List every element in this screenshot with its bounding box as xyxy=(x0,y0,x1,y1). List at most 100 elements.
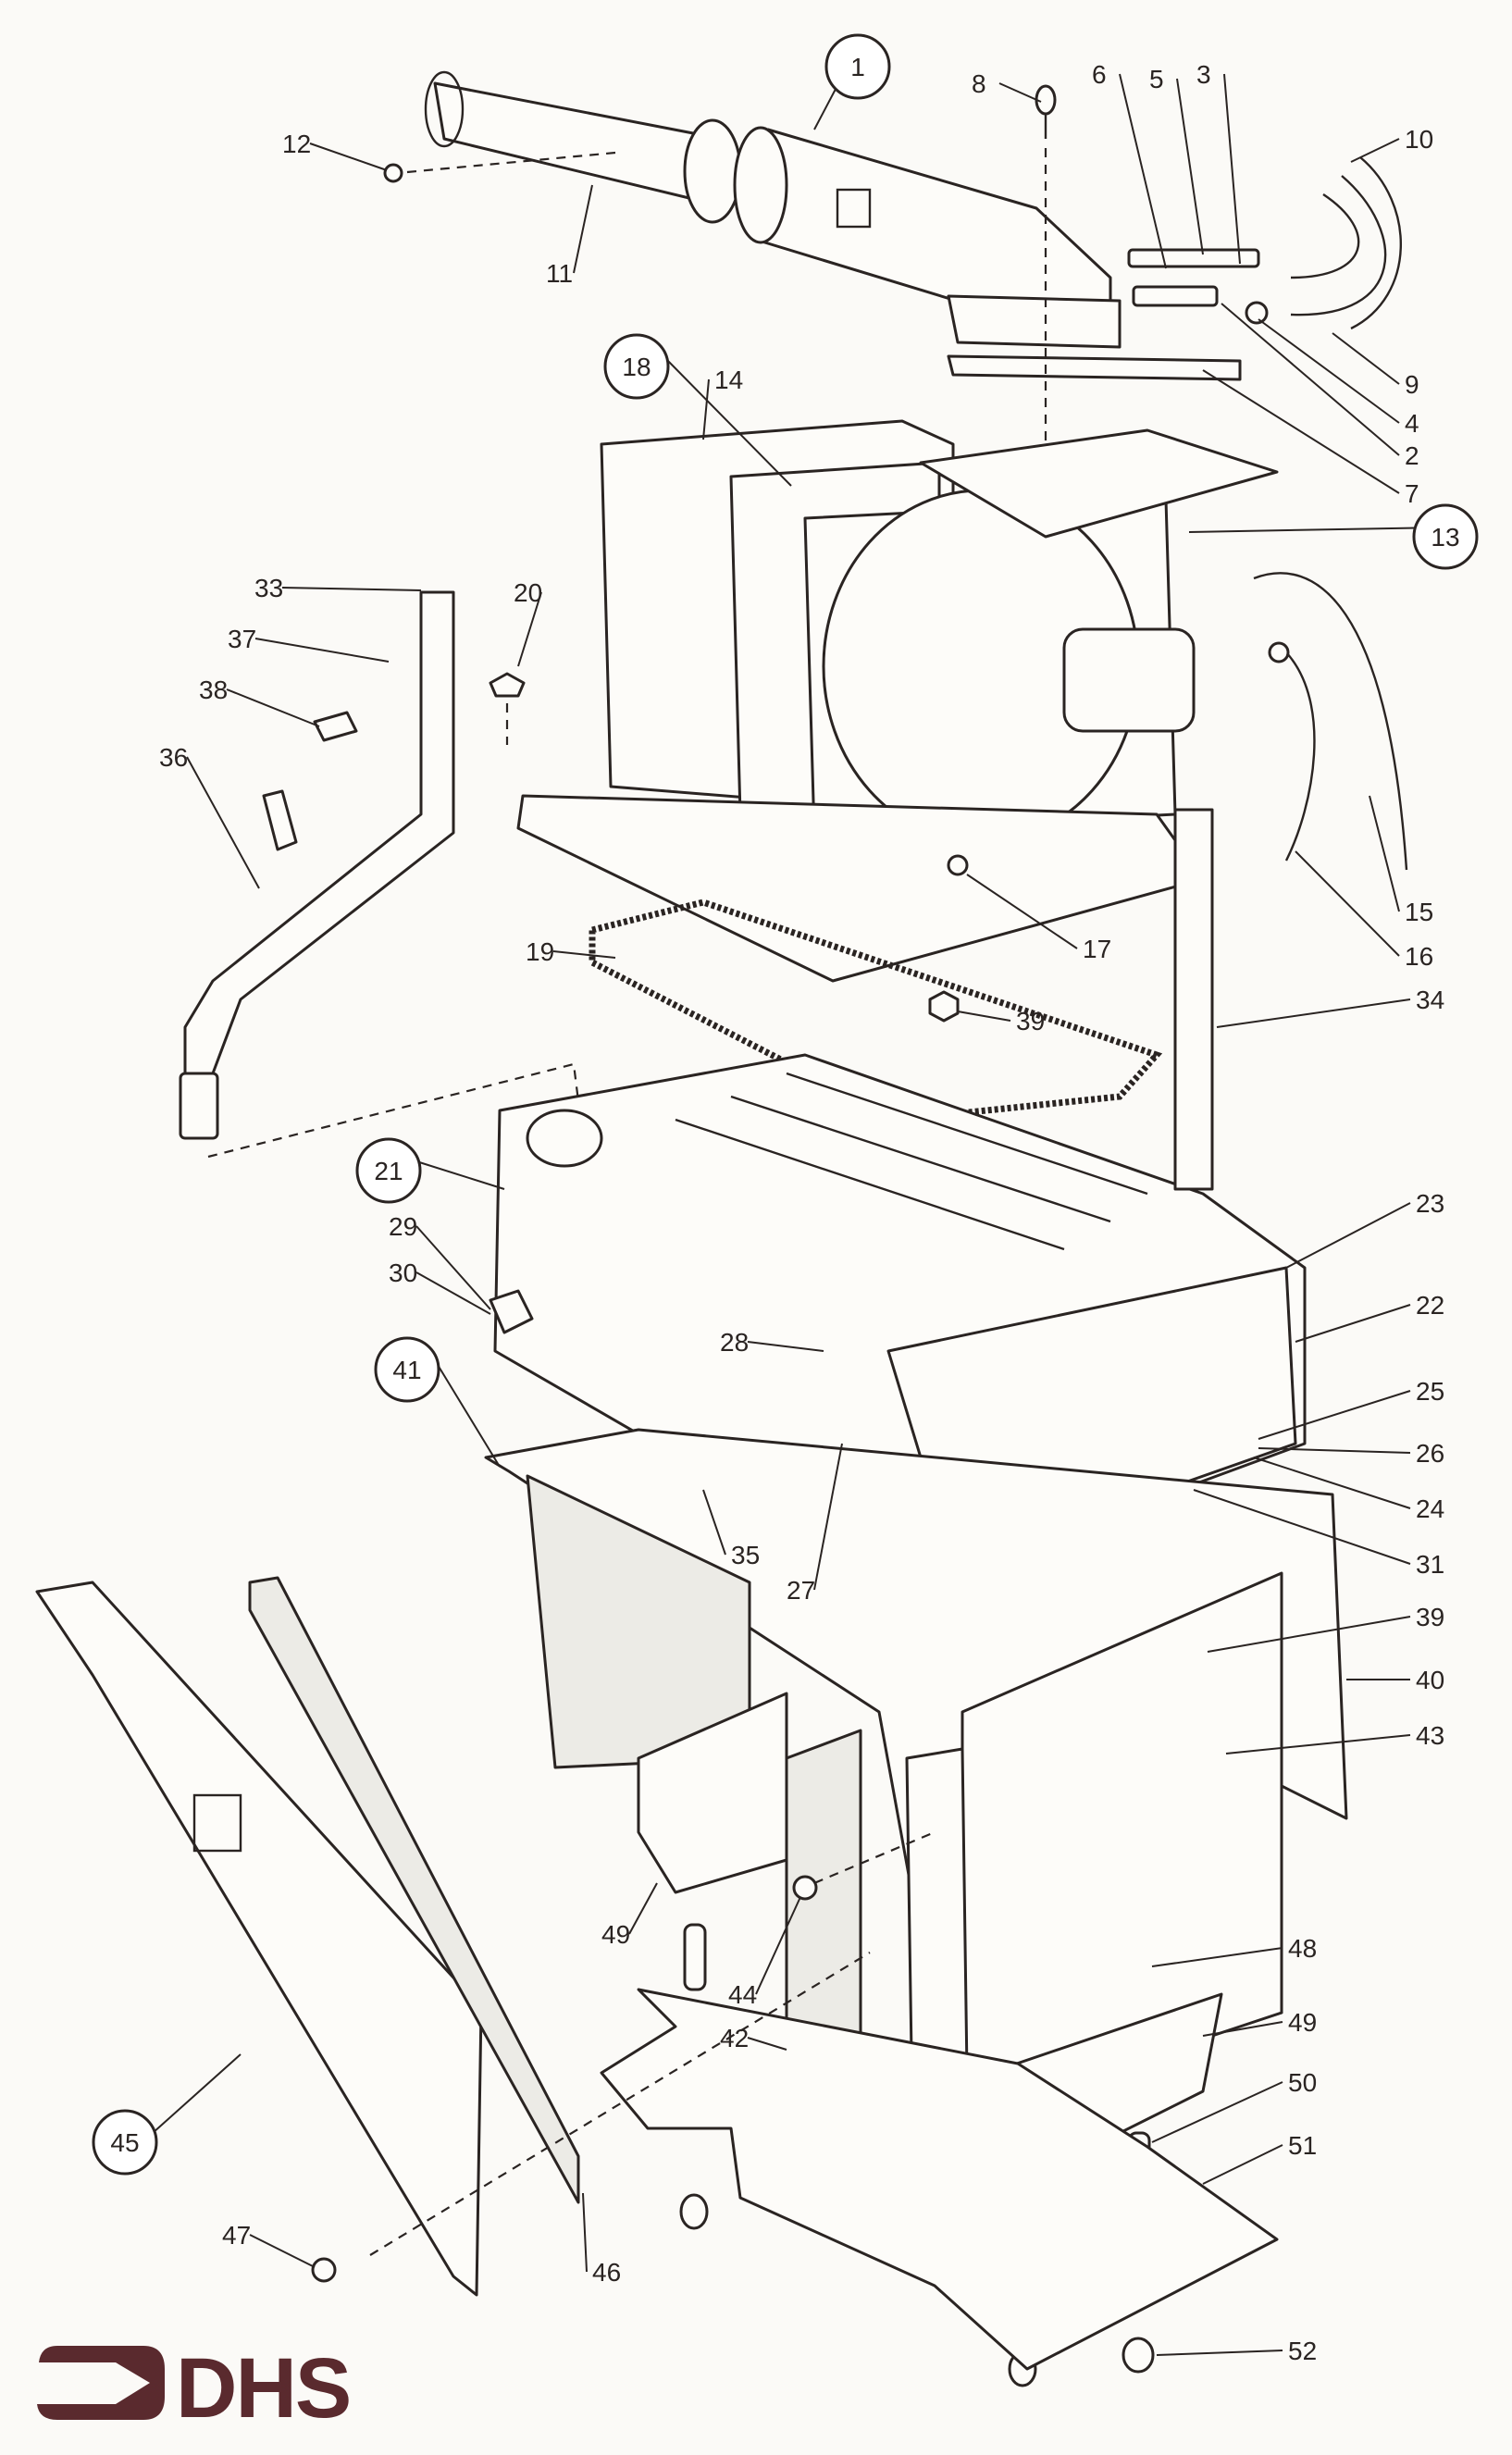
leader-20 xyxy=(517,591,542,667)
callout-circle xyxy=(1412,503,1479,570)
callout-51: 51 xyxy=(1288,2131,1317,2160)
part-11-sleeve-tube xyxy=(424,70,742,224)
callout-circle xyxy=(355,1137,422,1204)
callout-label: 24 xyxy=(1416,1494,1444,1523)
leader-28 xyxy=(747,1341,824,1352)
callout-label: 5 xyxy=(1149,65,1164,93)
callout-33: 33 xyxy=(254,574,283,602)
leader-6 xyxy=(1119,73,1167,269)
part-19-gasket xyxy=(589,899,1163,1123)
callout-24: 24 xyxy=(1416,1494,1444,1523)
leader-50 xyxy=(1151,2081,1283,2143)
leader-lines xyxy=(152,56,1441,2356)
callout-circle xyxy=(374,1336,440,1403)
callout-36: 36 xyxy=(159,743,188,772)
callout-34: 34 xyxy=(1416,986,1444,1014)
leader-49b xyxy=(1202,2021,1283,2037)
callout-label: 30 xyxy=(389,1258,417,1287)
callout-label: 16 xyxy=(1405,942,1433,971)
callout-label: 33 xyxy=(254,574,283,602)
callout-50: 50 xyxy=(1288,2068,1317,2097)
callout-label: 12 xyxy=(282,130,311,158)
callout-label: 9 xyxy=(1405,370,1419,399)
callout-label: 52 xyxy=(1288,2337,1317,2365)
leader-44 xyxy=(755,1896,801,1995)
callout-49b: 49 xyxy=(1288,2008,1317,2037)
callout-circle xyxy=(824,33,891,100)
callout-29: 29 xyxy=(389,1212,417,1241)
part-45-front-panel xyxy=(35,1581,483,2297)
leader-12 xyxy=(309,143,388,171)
callout-label: 39 xyxy=(1016,1007,1045,1035)
callout-label: 50 xyxy=(1288,2068,1317,2097)
callout-label: 47 xyxy=(222,2221,251,2250)
callout-label: 19 xyxy=(526,937,554,966)
leader-41 xyxy=(434,1359,501,1468)
callout-label: 48 xyxy=(1288,1934,1317,1963)
part-44-screw xyxy=(792,1830,936,1901)
leader-48 xyxy=(1151,1947,1283,1967)
leader-31 xyxy=(1193,1489,1411,1565)
leader-7 xyxy=(1202,369,1400,494)
callout-23: 23 xyxy=(1416,1189,1444,1218)
callout-circle xyxy=(92,2109,158,2176)
callout-label: 18 xyxy=(622,353,651,381)
callout-label: 14 xyxy=(714,366,743,394)
callout-label: 4 xyxy=(1405,409,1419,438)
callout-22: 22 xyxy=(1416,1291,1444,1320)
leader-35 xyxy=(702,1489,726,1556)
leader-11 xyxy=(573,184,593,274)
callout-16: 16 xyxy=(1405,942,1433,971)
leader-22 xyxy=(1295,1304,1411,1343)
leader-4 xyxy=(1258,318,1400,424)
callout-label: 39 xyxy=(1416,1603,1444,1631)
part-34-flue-pipe xyxy=(1173,808,1214,1191)
callout-31: 31 xyxy=(1416,1550,1444,1579)
logo-text: DHS xyxy=(176,2341,350,2436)
callout-39: 39 xyxy=(1016,1007,1045,1035)
leader-15 xyxy=(1369,795,1400,912)
logo-arrow-icon xyxy=(37,2346,165,2420)
callout-label: 29 xyxy=(389,1212,417,1241)
callout-label: 6 xyxy=(1092,60,1107,89)
callout-label: 2 xyxy=(1405,441,1419,470)
callout-42: 42 xyxy=(720,2024,749,2052)
callout-41: 41 xyxy=(374,1336,440,1403)
part-12-screw xyxy=(383,151,616,183)
wires-15-16 xyxy=(1253,572,1408,871)
callout-17: 17 xyxy=(1083,935,1111,963)
callout-46: 46 xyxy=(592,2258,621,2287)
callout-label: 25 xyxy=(1416,1377,1444,1406)
callout-label: 21 xyxy=(374,1157,403,1185)
leader-37 xyxy=(254,638,390,663)
callout-label: 3 xyxy=(1196,60,1211,89)
callout-40: 40 xyxy=(1416,1666,1444,1694)
leader-45 xyxy=(152,2053,242,2134)
leader-9 xyxy=(1332,332,1400,385)
callout-6: 6 xyxy=(1092,60,1107,89)
callout-label: 13 xyxy=(1431,523,1459,552)
callout-label: 40 xyxy=(1416,1666,1444,1694)
leader-36 xyxy=(186,756,260,889)
part-39-nut xyxy=(928,990,960,1023)
part-47-screw xyxy=(311,1952,871,2283)
callout-14: 14 xyxy=(714,366,743,394)
callout-label: 7 xyxy=(1405,479,1419,508)
callout-label: 23 xyxy=(1416,1189,1444,1218)
part-49-bracket-upper xyxy=(637,1692,788,1894)
leader-13 xyxy=(1188,527,1441,533)
callout-18: 18 xyxy=(603,333,670,400)
callout-15: 15 xyxy=(1405,898,1433,926)
callout-4: 4 xyxy=(1405,409,1419,438)
callout-30: 30 xyxy=(389,1258,417,1287)
callout-label: 49 xyxy=(601,1920,630,1949)
part-7-gasket xyxy=(947,354,1242,381)
leader-25 xyxy=(1258,1390,1411,1440)
callout-circle xyxy=(603,333,670,400)
leader-5 xyxy=(1176,78,1204,255)
callout-43: 43 xyxy=(1416,1721,1444,1750)
leader-47 xyxy=(249,2234,316,2268)
callout-21: 21 xyxy=(355,1137,422,1204)
leader-14 xyxy=(702,378,710,440)
leader-34 xyxy=(1216,998,1411,1028)
